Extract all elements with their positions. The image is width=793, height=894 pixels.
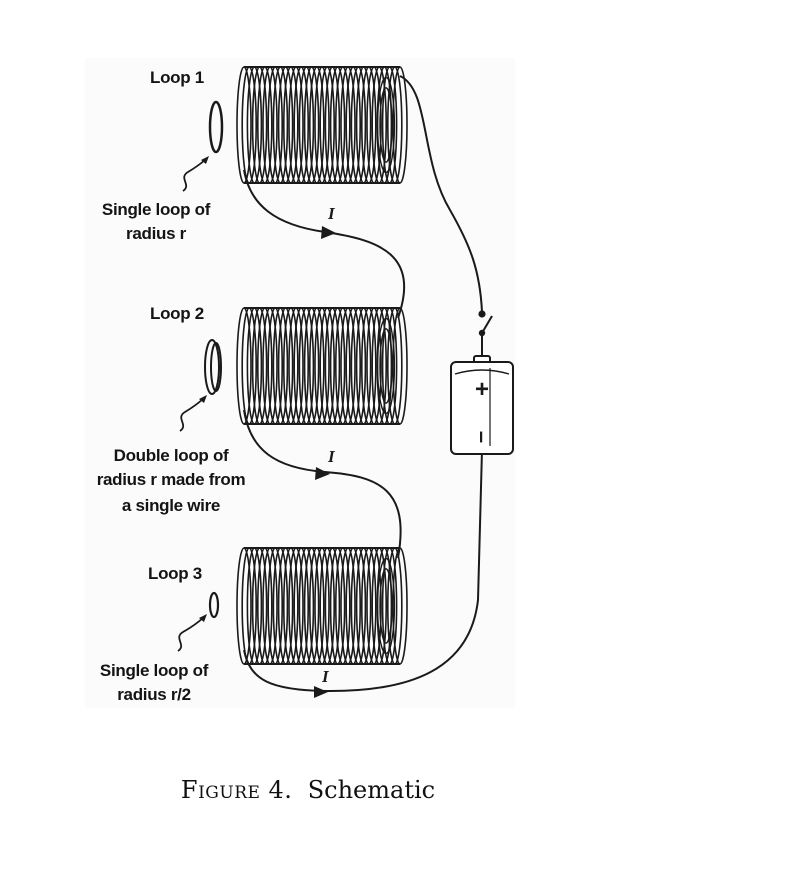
current-label-2: I — [327, 447, 336, 466]
loop1-description-line1: Single loop of — [101, 200, 211, 219]
current-arrow-1 — [321, 226, 336, 239]
coil-outline — [244, 66, 400, 184]
caption-label: Figure 4. — [180, 776, 293, 804]
loop3-title: Loop 3 — [148, 564, 202, 583]
coil-end-face — [379, 328, 393, 404]
switch — [478, 310, 493, 337]
loop1-ring — [208, 100, 224, 154]
loop1-description-line2: radius r — [126, 224, 186, 243]
coil-end-face — [376, 557, 396, 655]
solenoid-3 — [236, 547, 408, 665]
loop2-description-line1: Double loop of — [113, 446, 229, 465]
loop2-ring-inner — [210, 342, 222, 392]
wire-coil1-to-switch — [399, 75, 483, 313]
pointer-squiggle-2 — [179, 398, 204, 432]
coil-end-face — [379, 568, 393, 644]
loop3-description-line2: radius r/2 — [117, 685, 191, 704]
loop2-title: Loop 2 — [150, 304, 204, 323]
battery — [450, 355, 514, 455]
coil-end-face — [379, 87, 393, 163]
current-label-1: I — [327, 204, 336, 223]
loop1-title: Loop 1 — [150, 68, 204, 87]
figure-caption: Figure 4. Schematic — [0, 776, 616, 804]
pointer-squiggle-3 — [177, 617, 204, 652]
current-label-3: I — [321, 667, 330, 686]
caption-text: Schematic — [307, 776, 436, 804]
pointer-squiggle-1 — [182, 159, 206, 192]
battery-plus-sign: + — [475, 376, 489, 403]
loop3-ring — [208, 591, 220, 619]
pointer-arrowhead-2 — [199, 395, 207, 403]
loop2-description-line3: a single wire — [121, 496, 221, 515]
loop2-description-line2: radius r made from — [96, 470, 246, 489]
battery-minus-sign: – — [470, 431, 495, 443]
solenoid-2 — [236, 307, 408, 425]
current-arrow-3 — [314, 686, 328, 698]
pointer-arrowhead-1 — [201, 156, 209, 164]
loop3-description-line1: Single loop of — [99, 661, 209, 680]
solenoid-1 — [236, 66, 408, 184]
coil-outline — [244, 307, 400, 425]
coil-end-face — [376, 76, 396, 174]
loop2-ring-outer — [204, 339, 220, 395]
pointer-arrowhead-3 — [199, 614, 207, 622]
wire-coil3-to-battery — [243, 449, 483, 693]
coil-outline — [244, 547, 400, 665]
coil-end-face — [376, 317, 396, 415]
current-arrow-2 — [315, 467, 330, 480]
